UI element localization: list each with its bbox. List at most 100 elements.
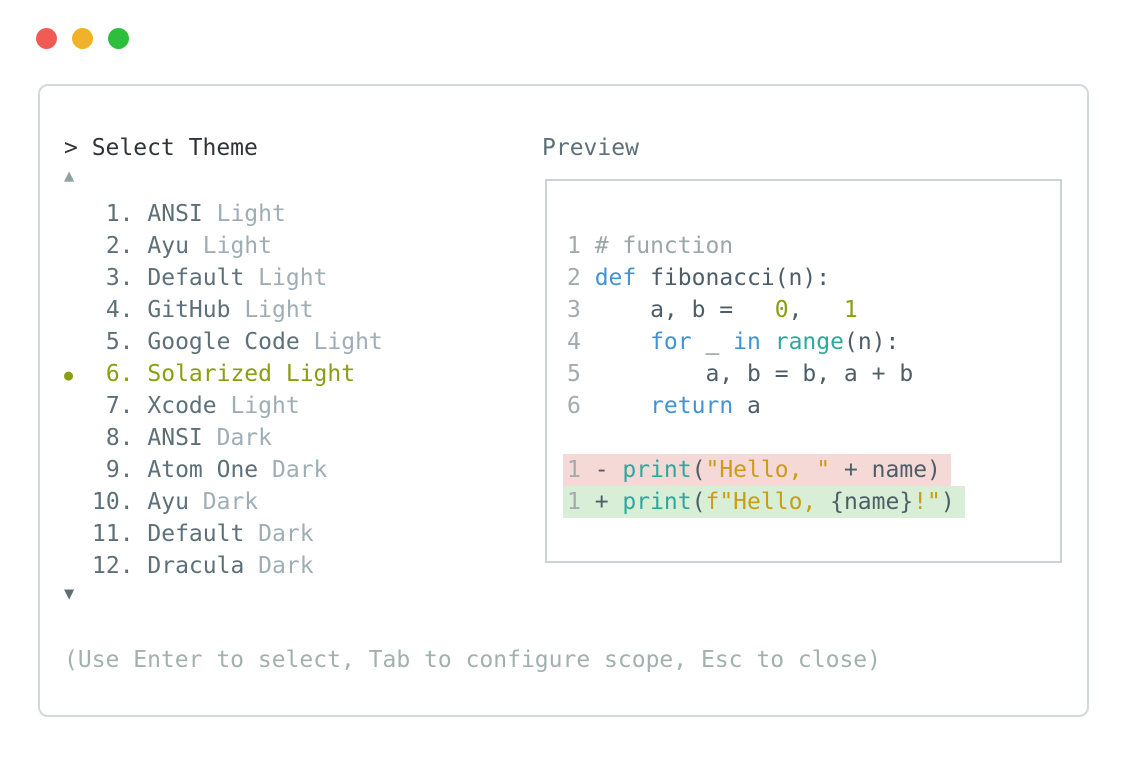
blank-line	[567, 422, 1060, 454]
theme-variant: Dark	[216, 425, 272, 451]
line-number: 5	[567, 361, 581, 387]
scroll-down-icon[interactable]: ▼	[64, 584, 75, 604]
code-token: (	[691, 457, 706, 483]
code-area: 1 # function 2 def fibonacci(n): 3 a, b = 0,…	[547, 230, 1060, 518]
theme-list-item-ayu-dark[interactable]: 10. Ayu Dark	[64, 486, 383, 518]
theme-name: Xcode	[147, 393, 217, 419]
code-token: (	[691, 489, 706, 515]
code-token: return	[650, 393, 734, 419]
theme-variant: Light	[230, 393, 300, 419]
help-text: (Use Enter to select, Tab to configure s…	[64, 647, 881, 673]
theme-list-item-solarized-light[interactable]: ● 6. Solarized Light	[64, 358, 383, 390]
code-token: + name)	[830, 457, 941, 483]
theme-list-item-atom-one-dark[interactable]: 9. Atom One Dark	[64, 454, 383, 486]
line-number: 1	[567, 233, 581, 259]
diff-line-added: 1+print(f"Hello, {name}!")	[563, 486, 1060, 518]
theme-variant: Light	[313, 329, 383, 355]
diff-band-removed: 1-print("Hello, " + name)	[563, 454, 951, 486]
theme-name: Default	[147, 521, 245, 547]
code-line: 4 for _ in range(n):	[567, 326, 1060, 358]
theme-number: 12.	[92, 553, 134, 579]
theme-name: Dracula	[147, 553, 245, 579]
line-number: 6	[567, 393, 581, 419]
code-line: 1 # function	[567, 230, 1060, 262]
diff-line-removed: 1-print("Hello, " + name)	[563, 454, 1060, 486]
theme-number: 11.	[92, 521, 134, 547]
preview-heading: Preview	[542, 135, 639, 161]
theme-variant: Dark	[258, 553, 314, 579]
code-block: 1 # function 2 def fibonacci(n): 3 a, b = 0,…	[567, 230, 1060, 422]
code-token: ,	[788, 297, 817, 323]
minimize-button[interactable]	[72, 28, 93, 49]
theme-number: 7.	[105, 393, 134, 419]
theme-list-item-ansi-light[interactable]: 1. ANSI Light	[64, 198, 383, 230]
code-token: )	[940, 489, 955, 515]
code-token: for	[650, 329, 692, 355]
code-token: {name}	[830, 489, 914, 515]
theme-number: 1.	[105, 201, 134, 227]
selected-bullet-slot: ●	[64, 365, 74, 384]
theme-name: ANSI	[147, 201, 203, 227]
theme-name: Ayu	[147, 233, 189, 259]
code-token: "Hello, "	[705, 457, 831, 483]
theme-list-item-xcode-light[interactable]: 7. Xcode Light	[64, 390, 383, 422]
code-token	[761, 329, 775, 355]
diff-band-added: 1+print(f"Hello, {name}!")	[563, 486, 965, 518]
code-token: (n):	[843, 329, 900, 355]
theme-name: GitHub	[147, 297, 231, 323]
code-token: # function	[594, 233, 734, 259]
code-token: a, b =	[594, 297, 748, 323]
code-token: def	[594, 265, 637, 291]
code-token	[595, 329, 650, 355]
theme-variant: Light	[244, 297, 314, 323]
theme-variant: Dark	[258, 521, 314, 547]
diff-block: 1-print("Hello, " + name)1+print(f"Hello…	[563, 454, 1060, 518]
diff-sign: +	[594, 489, 609, 515]
theme-number: 2.	[105, 233, 134, 259]
theme-variant: Dark	[202, 489, 259, 515]
code-token: fibonacci(n):	[636, 265, 831, 291]
close-button[interactable]	[36, 28, 57, 49]
code-token: f"Hello,	[705, 489, 831, 515]
code-line: 2 def fibonacci(n):	[567, 262, 1060, 294]
theme-name: Atom One	[147, 457, 259, 483]
code-line: 5 a, b = b, a + b	[567, 358, 1060, 390]
theme-name: Ayu	[147, 489, 189, 515]
preview-pane: 1 # function 2 def fibonacci(n): 3 a, b = 0,…	[545, 179, 1062, 563]
line-number: 1	[567, 489, 581, 515]
theme-name: Solarized	[147, 361, 272, 387]
diff-sign: -	[594, 457, 609, 483]
code-token: _	[691, 329, 734, 355]
scroll-up-icon[interactable]: ▲	[64, 166, 75, 186]
theme-list-item-dracula-dark[interactable]: 12. Dracula Dark	[64, 550, 383, 582]
theme-list-item-default-dark[interactable]: 11. Default Dark	[64, 518, 383, 550]
theme-variant: Light	[216, 201, 286, 227]
code-token: a, b = b, a + b	[594, 361, 914, 387]
line-number: 4	[567, 329, 581, 355]
theme-variant: Light	[285, 361, 356, 387]
code-token: 1	[843, 297, 858, 323]
maximize-button[interactable]	[108, 28, 129, 49]
theme-name: Google Code	[147, 329, 300, 355]
theme-name: Default	[147, 265, 245, 291]
theme-number: 8.	[105, 425, 134, 451]
traffic-lights	[36, 28, 129, 49]
line-number: 2	[567, 265, 581, 291]
code-token: 0	[774, 297, 789, 323]
theme-number: 9.	[105, 457, 134, 483]
theme-list-item-github-light[interactable]: 4. GitHub Light	[64, 294, 383, 326]
code-token: range	[774, 329, 844, 355]
theme-variant: Light	[258, 265, 328, 291]
line-number: 3	[567, 297, 581, 323]
theme-number: 4.	[105, 297, 134, 323]
theme-number: 6.	[105, 361, 134, 387]
theme-number: 10.	[92, 489, 134, 515]
code-token: !"	[913, 489, 941, 515]
theme-variant: Dark	[272, 457, 328, 483]
code-token: in	[733, 329, 761, 355]
